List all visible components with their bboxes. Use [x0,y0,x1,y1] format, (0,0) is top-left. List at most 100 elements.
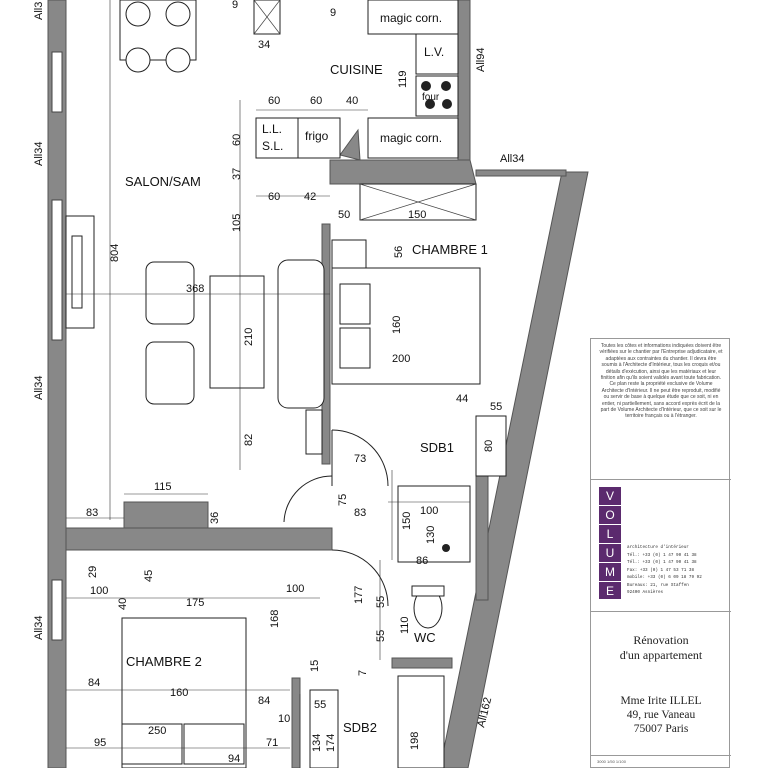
dimension-label: 83 [86,507,98,519]
left-exterior-wall [47,0,67,768]
dimension-label: 40 [346,95,358,107]
dimension-label: 198 [409,732,421,750]
label-frigo: frigo [305,129,329,143]
dimension-label: 15 [309,660,321,672]
office-city: 92400 Asnières [627,590,664,595]
dimension-label: 119 [397,70,409,88]
dimension-label: 174 [325,734,337,752]
dimension-label: 160 [391,316,403,334]
label-ll: L.L. [262,122,282,136]
dimension-label: 100 [420,505,438,517]
dimension-label: 40 [117,598,129,610]
dimension-label: 73 [354,453,366,465]
label-lv: L.V. [424,45,444,59]
dimension-label: 368 [186,283,204,295]
dimension-label: 75 [337,494,349,506]
dimension-label: 175 [186,597,204,609]
magic-corner-top [367,0,459,35]
dimension-label: 84 [88,677,100,689]
sink-sdb2 [309,689,339,768]
dimension-label: 86 [416,555,428,567]
dimension-label: 100 [286,583,304,595]
sdb2-left-wall [291,677,301,768]
client-name: Mme Irite ILLEL [620,695,702,707]
kitchen-corner-wall [339,128,361,161]
dimension-label: 44 [456,393,468,405]
right-exterior-wall [439,171,589,768]
room-labels: SALON/SAM CUISINE CHAMBRE 1 CHAMBRE 2 SD… [125,62,488,735]
dimension-label: 71 [266,737,278,749]
door-swing [331,549,389,607]
dimension-label: 250 [148,725,166,737]
dimension-label: 36 [209,512,221,524]
legal-note: Toutes les côtes et informations indiqué… [599,343,723,420]
armchair-icon [145,341,195,405]
burner-icon [425,99,435,109]
dimension-label: 95 [94,737,106,749]
burner-icon [442,99,452,109]
wall-label-all34: All34 [33,616,45,640]
furniture [65,0,507,768]
doors [283,429,389,607]
washer-dryer [255,117,299,159]
pillow [121,723,183,765]
chair-icon [165,47,191,73]
door-swing [331,429,389,487]
walls [47,0,589,768]
closet-block [123,501,209,529]
wc-bottom-wall [391,657,453,669]
divider [591,755,731,756]
magic-corner-bottom [367,117,459,159]
dimension-label: 177 [353,586,365,604]
bathtub-sdb2 [397,675,445,768]
top-right-wall [475,169,567,177]
dimension-label: 82 [243,434,255,446]
dimension-label: 150 [408,209,426,221]
mobile: mobile: +33 (0) 6 09 18 79 92 [627,575,702,580]
room-label-cuisine: CUISINE [330,62,383,77]
dimension-label: 804 [109,244,121,262]
client-info: Mme Irite ILLEL 49, rue Vaneau 75007 Par… [591,694,731,736]
dishwasher [415,33,459,75]
dimension-label: 55 [490,401,502,413]
room-label-wc: WC [414,630,436,645]
armchair-icon [145,261,195,325]
label-magic-corner-top: magic corn. [380,11,442,25]
dimension-label: 100 [90,585,108,597]
dimension-label: 56 [393,246,405,258]
chair-icon [125,1,151,27]
pillow [339,283,371,325]
kitchen-bottom-wall [329,159,477,185]
dimension-label: 60 [310,95,322,107]
dimension-label: 55 [314,699,326,711]
fax: Fax: +33 (0) 1 47 53 71 38 [627,567,695,573]
wall-label-all34: All34 [33,376,45,400]
dimension-label: 55 [375,596,387,608]
dimension-label: 60 [231,134,243,146]
phone-1: Tél.: +33 (0) 1 47 90 41 38 [627,552,697,558]
dimension-label: 210 [243,328,255,346]
dimension-label: 130 [425,526,437,544]
dimension-label: 55 [375,630,387,642]
burner-icon [441,81,451,91]
chair-icon [125,47,151,73]
chair-icon [165,1,191,27]
dimension-label: 150 [401,512,413,530]
dimension-lines [66,0,470,768]
sofa [277,259,325,409]
dimension-label: 94 [228,753,240,765]
dimension-label: 60 [268,95,280,107]
shower-sdb1 [397,485,471,563]
dimension-label: 34 [258,39,270,51]
label-four: four [422,92,440,103]
door-swing [283,475,333,523]
dimension-label: 42 [304,191,316,203]
pillow [183,723,245,765]
window-left-1 [51,51,63,113]
room-label-chambre2: CHAMBRE 2 [126,654,202,669]
fridge [297,117,341,159]
footer-scale: 3000 1/50 1/100 [597,759,626,764]
dimension-label: 80 [483,440,495,452]
